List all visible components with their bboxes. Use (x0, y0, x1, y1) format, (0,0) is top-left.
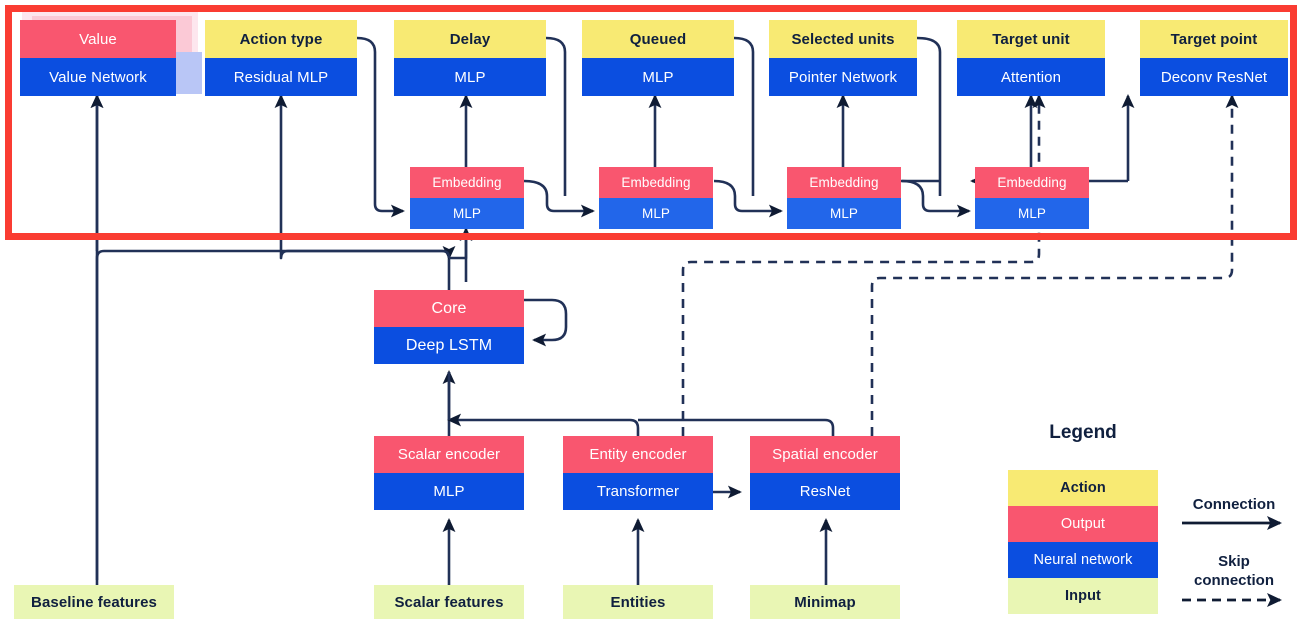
embedding-block-4[interactable]: Embedding MLP (975, 167, 1089, 229)
input-label: Scalar features (374, 585, 524, 619)
head-network-label: MLP (582, 58, 734, 96)
input-block-baseline-features[interactable]: Baseline features (14, 585, 174, 619)
embedding-network-label: MLP (787, 198, 901, 229)
head-block-delay[interactable]: Delay MLP (394, 20, 546, 96)
embedding-output-label: Embedding (410, 167, 524, 198)
core-network-label: Deep LSTM (374, 327, 524, 364)
head-network-label: MLP (394, 58, 546, 96)
encoder-output-label: Entity encoder (563, 436, 713, 473)
input-block-scalar-features[interactable]: Scalar features (374, 585, 524, 619)
legend-skip-label-line2: connection (1193, 572, 1274, 589)
input-label: Minimap (750, 585, 900, 619)
head-action-label: Value (20, 20, 176, 58)
legend-connection-label: Connection (1192, 496, 1276, 513)
encoder-block-spatial[interactable]: Spatial encoder ResNet (750, 436, 900, 510)
encoder-network-label: ResNet (750, 473, 900, 510)
embedding-block-3[interactable]: Embedding MLP (787, 167, 901, 229)
legend-swatch-input: Input (1008, 578, 1158, 614)
legend-swatches: Action Output Neural network Input (1008, 470, 1158, 614)
embedding-block-2[interactable]: Embedding MLP (599, 167, 713, 229)
head-block-selected-units[interactable]: Selected units Pointer Network (769, 20, 917, 96)
input-block-minimap[interactable]: Minimap (750, 585, 900, 619)
head-action-label: Selected units (769, 20, 917, 58)
legend-skip-label-line1: Skip (1218, 553, 1250, 570)
head-block-queued[interactable]: Queued MLP (582, 20, 734, 96)
core-output-label: Core (374, 290, 524, 327)
embedding-network-label: MLP (975, 198, 1089, 229)
embedding-block-1[interactable]: Embedding MLP (410, 167, 524, 229)
head-block-action-type[interactable]: Action type Residual MLP (205, 20, 357, 96)
encoder-block-scalar[interactable]: Scalar encoder MLP (374, 436, 524, 510)
head-action-label: Action type (205, 20, 357, 58)
head-network-label: Residual MLP (205, 58, 357, 96)
encoder-network-label: Transformer (563, 473, 713, 510)
embedding-output-label: Embedding (787, 167, 901, 198)
input-label: Baseline features (14, 585, 174, 619)
input-block-entities[interactable]: Entities (563, 585, 713, 619)
value-ghost-blue (176, 52, 202, 94)
embedding-network-label: MLP (599, 198, 713, 229)
head-network-label: Deconv ResNet (1140, 58, 1288, 96)
head-network-label: Attention (957, 58, 1105, 96)
input-label: Entities (563, 585, 713, 619)
head-action-label: Queued (582, 20, 734, 58)
embedding-output-label: Embedding (599, 167, 713, 198)
encoder-output-label: Spatial encoder (750, 436, 900, 473)
legend-swatch-neural-network: Neural network (1008, 542, 1158, 578)
embedding-network-label: MLP (410, 198, 524, 229)
head-network-label: Value Network (20, 58, 176, 96)
encoder-network-label: MLP (374, 473, 524, 510)
encoder-output-label: Scalar encoder (374, 436, 524, 473)
head-action-label: Target unit (957, 20, 1105, 58)
core-block[interactable]: Core Deep LSTM (374, 290, 524, 364)
highlight-frame (5, 5, 1297, 240)
head-network-label: Pointer Network (769, 58, 917, 96)
legend-title: Legend (1049, 422, 1117, 443)
legend-swatch-output: Output (1008, 506, 1158, 542)
embedding-output-label: Embedding (975, 167, 1089, 198)
head-block-target-unit[interactable]: Target unit Attention (957, 20, 1105, 96)
head-action-label: Target point (1140, 20, 1288, 58)
legend-swatch-action: Action (1008, 470, 1158, 506)
head-block-value[interactable]: Value Value Network (20, 20, 176, 96)
encoder-block-entity[interactable]: Entity encoder Transformer (563, 436, 713, 510)
head-block-target-point[interactable]: Target point Deconv ResNet (1140, 20, 1288, 96)
head-action-label: Delay (394, 20, 546, 58)
